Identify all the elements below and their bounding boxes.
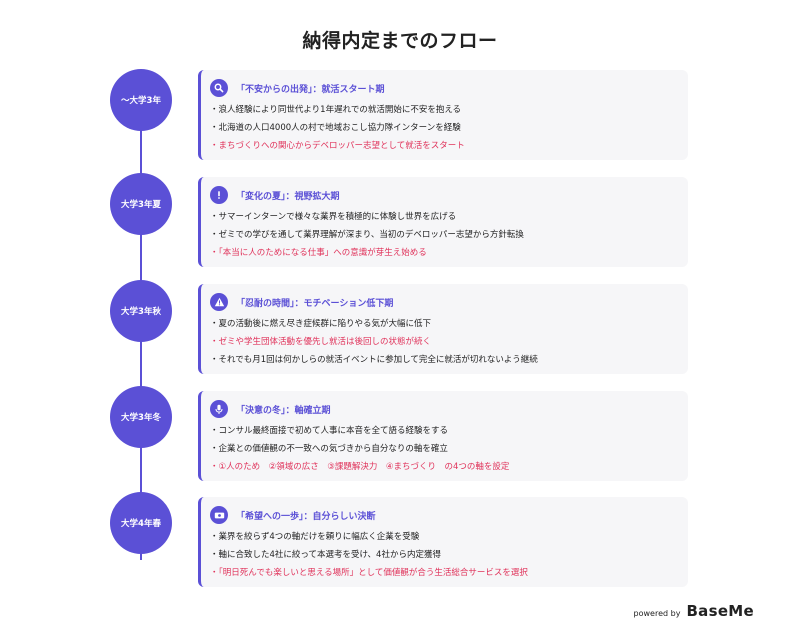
- stage-heading: 「忍耐の時間」：モチベーション低下期: [236, 298, 394, 309]
- stage-bullet: ・サマーインターンで様々な業界を積極的に体験し世界を広げる: [210, 212, 457, 222]
- stage-card: 「不安からの出発」：就活スタート期 ・浪人経験により同世代より1年遅れでの就活開…: [198, 70, 688, 160]
- stage-heading: 「変化の夏」：視野拡大期: [236, 191, 340, 202]
- stage-heading: 「不安からの出発」：就活スタート期: [236, 84, 385, 95]
- stage-bullet: ・夏の活動後に燃え尽き症候群に陥りやる気が大幅に低下: [210, 319, 432, 329]
- stage-bullet: ・それでも月1回は何かしらの就活イベントに参加して完全に就活が切れないよう継続: [210, 355, 538, 365]
- stage-card: 「希望への一歩」：自分らしい決断 ・業界を絞らず4つの軸だけを頼りに幅広く企業を…: [198, 497, 688, 587]
- stage-bullet: ・北海道の人口4000人の村で地域おこし協力隊インターンを経験: [210, 123, 461, 133]
- stage-heading: 「決意の冬」：軸確立期: [236, 405, 331, 416]
- stage-card: 「忍耐の時間」：モチベーション低下期 ・夏の活動後に燃え尽き症候群に陥りやる気が…: [198, 284, 688, 374]
- stage-node: 大学3年秋: [110, 280, 172, 342]
- stage-bullet-highlight: ・①人のため ②領域の広さ ③課題解決力 ④まちづくり の4つの軸を設定: [210, 462, 510, 472]
- stage-bullet: ・企業との価値観の不一致への気づきから自分なりの軸を確立: [210, 444, 448, 454]
- footer: powered by BaseMe: [634, 602, 754, 620]
- stage-bullet-highlight: ・ゼミや学生団体活動を優先し就活は後回しの状態が続く: [210, 337, 432, 347]
- stage-node: 大学4年春: [110, 492, 172, 554]
- stage-heading: 「希望への一歩」：自分らしい決断: [236, 511, 376, 522]
- warning-icon: [210, 293, 228, 311]
- microphone-icon: [210, 400, 228, 418]
- stage-bullet: ・ゼミでの学びを通して業界理解が深まり、当初のデベロッパー志望から方針転換: [210, 230, 524, 240]
- ticket-icon: [210, 506, 228, 524]
- stage-card: 「決意の冬」：軸確立期 ・コンサル最終面接で初めて人事に本音を全て語る経験をする…: [198, 391, 688, 481]
- stage-node: 〜大学3年: [110, 69, 172, 131]
- stage-bullet: ・業界を絞らず4つの軸だけを頼りに幅広く企業を受験: [210, 532, 420, 542]
- stage-bullet-highlight: ・まちづくりへの関心からデベロッパー志望として就活をスタート: [210, 141, 465, 151]
- stage-node: 大学3年夏: [110, 173, 172, 235]
- stage-card: 「変化の夏」：視野拡大期 ・サマーインターンで様々な業界を積極的に体験し世界を広…: [198, 177, 688, 267]
- stage-bullet: ・コンサル最終面接で初めて人事に本音を全て語る経験をする: [210, 426, 449, 436]
- exclamation-icon: [210, 186, 228, 204]
- stage-bullet: ・浪人経験により同世代より1年遅れでの就活開始に不安を抱える: [210, 105, 462, 115]
- stage-node: 大学3年冬: [110, 386, 172, 448]
- search-icon: [210, 79, 228, 97]
- baseme-logo: BaseMe: [686, 602, 754, 620]
- page-title: 納得内定までのフロー: [302, 30, 498, 52]
- powered-by-label: powered by: [633, 609, 681, 618]
- stage-bullet: ・軸に合致した4社に絞って本選考を受け、4社から内定獲得: [210, 550, 441, 560]
- stage-bullet-highlight: ・「明日死んでも楽しいと思える場所」として価値観が合う生活総合サービスを選択: [210, 568, 528, 578]
- stage-bullet-highlight: ・「本当に人のためになる仕事」への意識が芽生え始める: [210, 248, 427, 258]
